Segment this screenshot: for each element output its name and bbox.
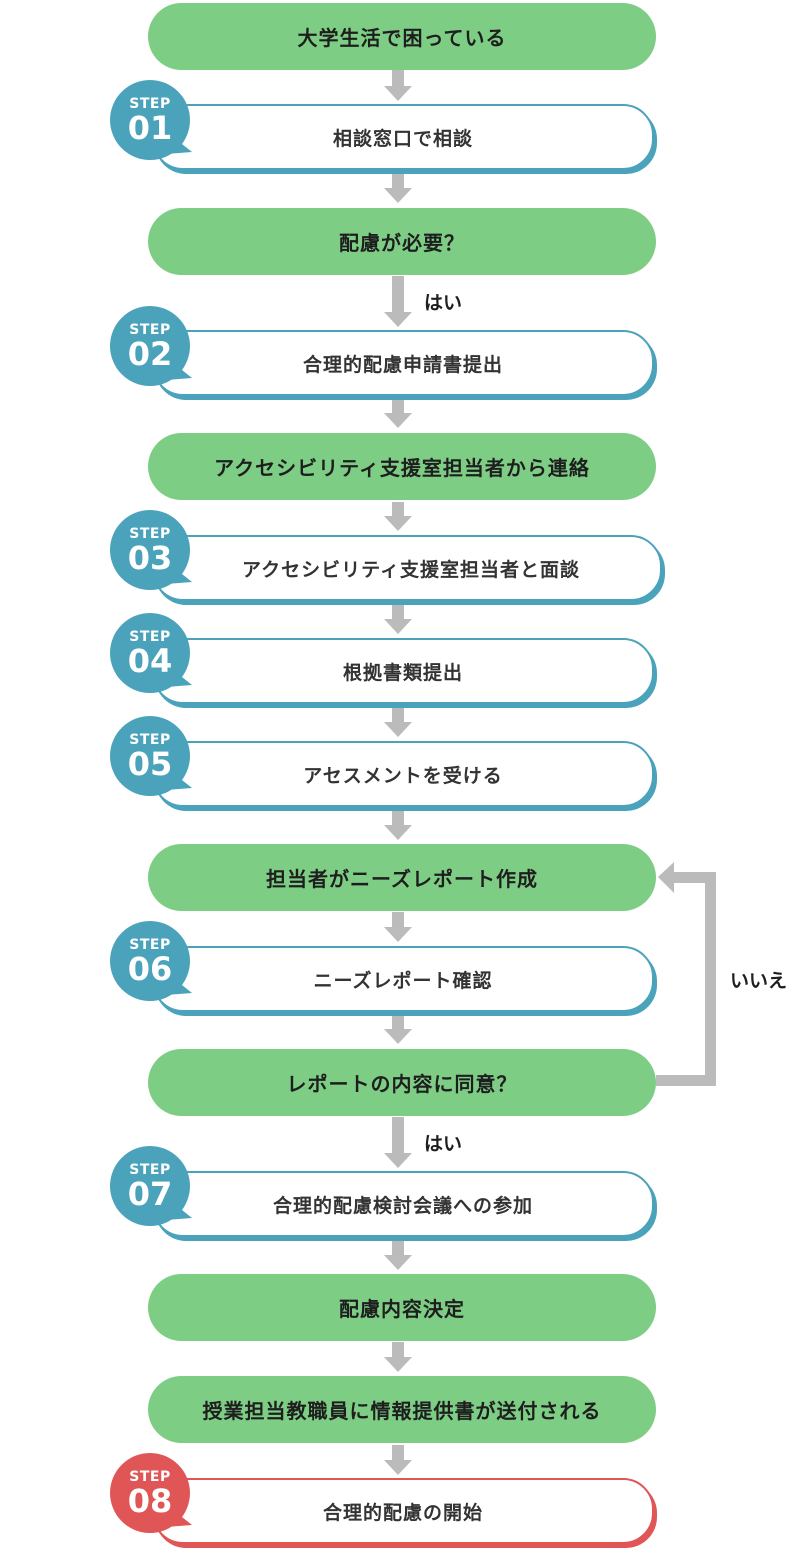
node-needs-report-created: 担当者がニーズレポート作成 bbox=[148, 844, 656, 911]
badge-step-label: STEP bbox=[129, 629, 171, 645]
step-box-5: アセスメントを受ける bbox=[152, 741, 654, 807]
badge-bubble-icon bbox=[110, 510, 192, 590]
node-decision: 配慮内容決定 bbox=[148, 1274, 656, 1341]
loop-back-arrow bbox=[656, 862, 716, 1086]
badge-step-label: STEP bbox=[129, 937, 171, 953]
step-box-6: ニーズレポート確認 bbox=[152, 946, 654, 1012]
step-badge-4: STEP 04 bbox=[110, 613, 192, 693]
arrow-13 bbox=[384, 1342, 412, 1372]
step-box-2: 合理的配慮申請書提出 bbox=[152, 330, 654, 396]
badge-bubble-icon bbox=[110, 1453, 192, 1533]
step-badge-6: STEP 06 bbox=[110, 921, 192, 1001]
badge-step-number: 07 bbox=[127, 1175, 173, 1213]
arrow-2 bbox=[384, 173, 412, 203]
badge-step-number: 04 bbox=[127, 642, 173, 680]
badge-bubble-icon bbox=[110, 716, 192, 796]
node-info-sent: 授業担当教職員に情報提供書が送付される bbox=[148, 1376, 656, 1443]
arrow-10 bbox=[384, 1014, 412, 1044]
step-box-8: 合理的配慮の開始 bbox=[152, 1478, 654, 1544]
node-contact-from-staff: アクセシビリティ支援室担当者から連絡 bbox=[148, 433, 656, 500]
step-box-3: アクセシビリティ支援室担当者と面談 bbox=[152, 535, 662, 601]
step-badge-1: STEP 01 bbox=[110, 80, 192, 160]
badge-bubble-icon bbox=[110, 921, 192, 1001]
node-agree-report: レポートの内容に同意？ bbox=[148, 1049, 656, 1116]
badge-bubble-icon bbox=[110, 613, 192, 693]
step-badge-5: STEP 05 bbox=[110, 716, 192, 796]
badge-step-number: 06 bbox=[127, 950, 173, 988]
arrow-5 bbox=[384, 502, 412, 531]
arrow-14 bbox=[384, 1445, 412, 1475]
badge-step-label: STEP bbox=[129, 526, 171, 542]
arrow-9 bbox=[384, 912, 412, 942]
step-badge-3: STEP 03 bbox=[110, 510, 192, 590]
step-badge-7: STEP 07 bbox=[110, 1146, 192, 1226]
arrow-1 bbox=[384, 70, 412, 101]
arrow-12 bbox=[384, 1240, 412, 1270]
yes-label-2: はい bbox=[424, 1133, 463, 1155]
no-label: いいえ bbox=[730, 970, 788, 992]
step-badge-2: STEP 02 bbox=[110, 306, 192, 386]
node-need-accommodation: 配慮が必要？ bbox=[148, 208, 656, 275]
badge-step-label: STEP bbox=[129, 96, 171, 112]
yes-label-1: はい bbox=[424, 292, 463, 314]
step-box-4: 根拠書類提出 bbox=[152, 638, 654, 704]
badge-step-number: 08 bbox=[127, 1482, 173, 1520]
badge-step-number: 01 bbox=[127, 109, 173, 147]
arrow-6 bbox=[384, 604, 412, 634]
badge-step-number: 03 bbox=[127, 539, 173, 577]
badge-step-number: 05 bbox=[127, 745, 173, 783]
arrow-4 bbox=[384, 399, 412, 428]
badge-bubble-icon bbox=[110, 80, 192, 160]
arrow-8 bbox=[384, 810, 412, 840]
badge-step-number: 02 bbox=[127, 335, 173, 373]
badge-bubble-icon bbox=[110, 1146, 192, 1226]
arrow-7 bbox=[384, 707, 412, 737]
node-troubled: 大学生活で困っている bbox=[148, 3, 656, 70]
badge-step-label: STEP bbox=[129, 1469, 171, 1485]
badge-step-label: STEP bbox=[129, 732, 171, 748]
step-box-7: 合理的配慮検討会議への参加 bbox=[152, 1171, 654, 1237]
step-badge-8: STEP 08 bbox=[110, 1453, 192, 1533]
badge-step-label: STEP bbox=[129, 322, 171, 338]
arrow-3 bbox=[384, 276, 412, 327]
badge-bubble-icon bbox=[110, 306, 192, 386]
badge-step-label: STEP bbox=[129, 1162, 171, 1178]
arrow-11 bbox=[384, 1117, 412, 1168]
step-box-1: 相談窓口で相談 bbox=[152, 104, 654, 170]
